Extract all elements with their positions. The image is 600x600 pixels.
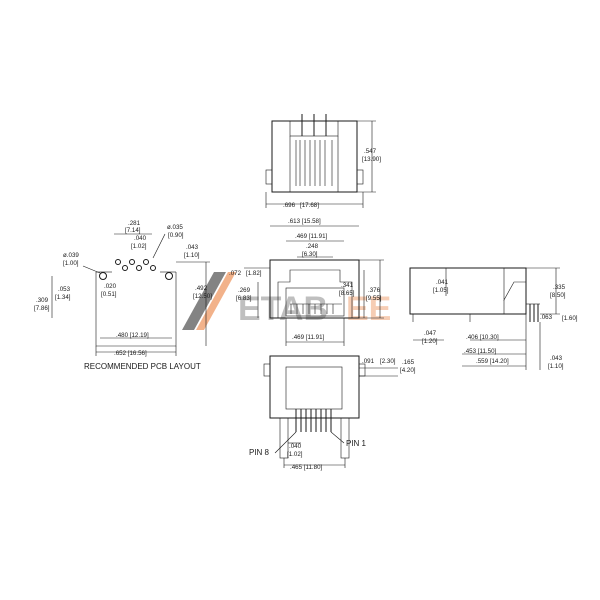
pcb-281-label: .281 <box>128 220 141 227</box>
front-left-b-mm-label: [6.83] <box>236 295 252 302</box>
side-063-label: .063 <box>540 314 553 321</box>
side-406-label: .406 [10.30] <box>466 334 499 341</box>
bottom-b-mm-label: [4.20] <box>400 367 416 374</box>
pcb-hole035-label: ø.035 <box>167 224 183 231</box>
pcb-492-label: .492 <box>195 285 208 292</box>
front-right-a-label: .341 <box>341 282 354 289</box>
top-height-mm-label: [13.90] <box>362 156 381 163</box>
pcb-020-label: .020 <box>104 283 117 290</box>
bottom-pitch-mm-label: [1.02] <box>287 451 303 458</box>
side-047-mm-label: [1.20] <box>422 338 438 345</box>
pcb-652-label: .652 [16.56] <box>114 350 147 357</box>
side-335-mm-label: [8.50] <box>550 292 566 299</box>
front-view: .613 [15.58] .469 [11.91] .248 [6.30] .0… <box>229 218 384 346</box>
watermark-suffix: EE <box>346 290 391 328</box>
side-559-label: .559 [14.20] <box>476 358 509 365</box>
pcb-hole035-mm-label: [0.90] <box>168 232 184 239</box>
side-041-mm-label: [1.05] <box>433 287 449 294</box>
front-view-body <box>269 259 360 319</box>
front-opening-label: .469 [11.91] <box>295 233 328 240</box>
front-left-a-mm-label: [1.82] <box>246 270 262 277</box>
pcb-mount-hole-left <box>99 272 107 280</box>
pin-1-label: PIN 1 <box>346 439 367 448</box>
pcb-043-label: .043 <box>186 244 199 251</box>
top-height-label: .547 <box>364 148 377 155</box>
bottom-a-mm-label: [2.30] <box>380 358 396 365</box>
pcb-053-mm-label: [1.34] <box>55 294 71 301</box>
pcb-492-mm-label: [12.50] <box>193 293 212 300</box>
front-right-b-mm-label: [9.55] <box>366 295 382 302</box>
watermark-slash-dark <box>182 272 226 330</box>
side-043-mm-label: [1.10] <box>548 363 564 370</box>
side-043-label: .043 <box>550 355 563 362</box>
pcb-040-label: .040 <box>134 235 147 242</box>
watermark-text: ETAB <box>238 290 328 328</box>
front-right-a-mm-label: [8.65] <box>339 290 355 297</box>
side-453-label: .453 [11.50] <box>464 348 497 355</box>
pcb-040-mm-label: [1.02] <box>131 243 147 250</box>
side-047-label: .047 <box>424 330 437 337</box>
front-bottom-label: .469 [11.91] <box>292 334 325 341</box>
pcb-480-label: .480 [12.19] <box>116 332 149 339</box>
front-left-a-label: .072 <box>229 270 242 277</box>
pcb-hole039-mm-label: [1.00] <box>63 260 79 267</box>
top-width-label: .696 <box>283 202 296 209</box>
pcb-hole039-label: ø.039 <box>63 252 79 259</box>
bottom-pitch-label: .040 <box>289 443 302 450</box>
bottom-view-body <box>269 355 360 419</box>
front-right-b-label: .376 <box>368 287 381 294</box>
side-view-body <box>409 267 527 315</box>
side-view: .041 [1.05] .335 [8.50] .063 [1.60] .047… <box>409 267 578 370</box>
bottom-a-label: .091 <box>362 358 375 365</box>
pcb-053-label: .053 <box>58 286 71 293</box>
side-041-label: .041 <box>436 279 449 286</box>
top-width-mm-label: [17.68] <box>300 202 319 209</box>
front-inner-mm-label: [6.30] <box>302 251 318 258</box>
pcb-layout: .281 [7.14] .040 [1.02] ø.035 [0.90] .04… <box>34 220 212 371</box>
top-view: .547 [13.90] .696 [17.68] <box>265 114 381 209</box>
bottom-b-label: .165 <box>402 359 415 366</box>
side-335-label: .335 <box>553 284 566 291</box>
pcb-281-mm-label: [7.14] <box>125 227 141 234</box>
pcb-309-mm-label: [7.86] <box>34 305 50 312</box>
pcb-309-label: .309 <box>36 297 49 304</box>
pcb-043-mm-label: [1.10] <box>184 252 200 259</box>
front-left-b-label: .269 <box>238 287 251 294</box>
watermark-logo: ETAB EE <box>182 272 391 330</box>
pcb-outline <box>95 272 177 347</box>
front-outer-label: .613 [15.58] <box>288 218 321 225</box>
pcb-020-mm-label: [0.51] <box>101 291 117 298</box>
pin-8-label: PIN 8 <box>249 448 270 457</box>
pcb-layout-caption: RECOMMENDED PCB LAYOUT <box>84 362 201 371</box>
bottom-width-label: .465 [11.80] <box>290 464 323 471</box>
pcb-mount-hole-right <box>165 272 173 280</box>
front-inner-label: .248 <box>306 243 319 250</box>
bottom-view: .091 [2.30] .165 [4.20] PIN 8 PIN 1 .040… <box>249 355 416 471</box>
side-063-mm-label: [1.60] <box>562 315 578 322</box>
